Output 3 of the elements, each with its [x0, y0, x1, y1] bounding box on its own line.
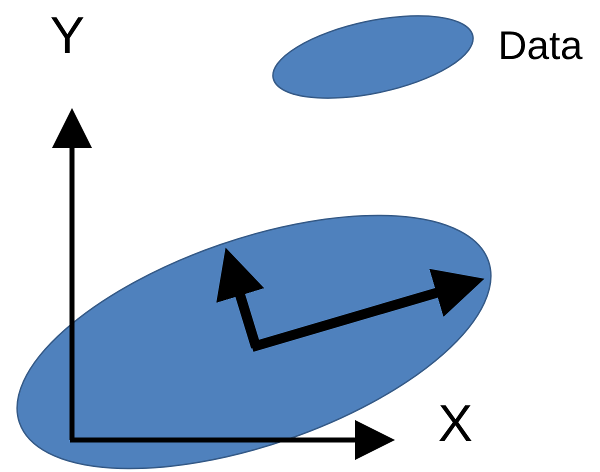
axis-label: X: [438, 398, 473, 450]
axis-label: Y: [50, 10, 85, 62]
legend-label: Data: [498, 26, 582, 66]
